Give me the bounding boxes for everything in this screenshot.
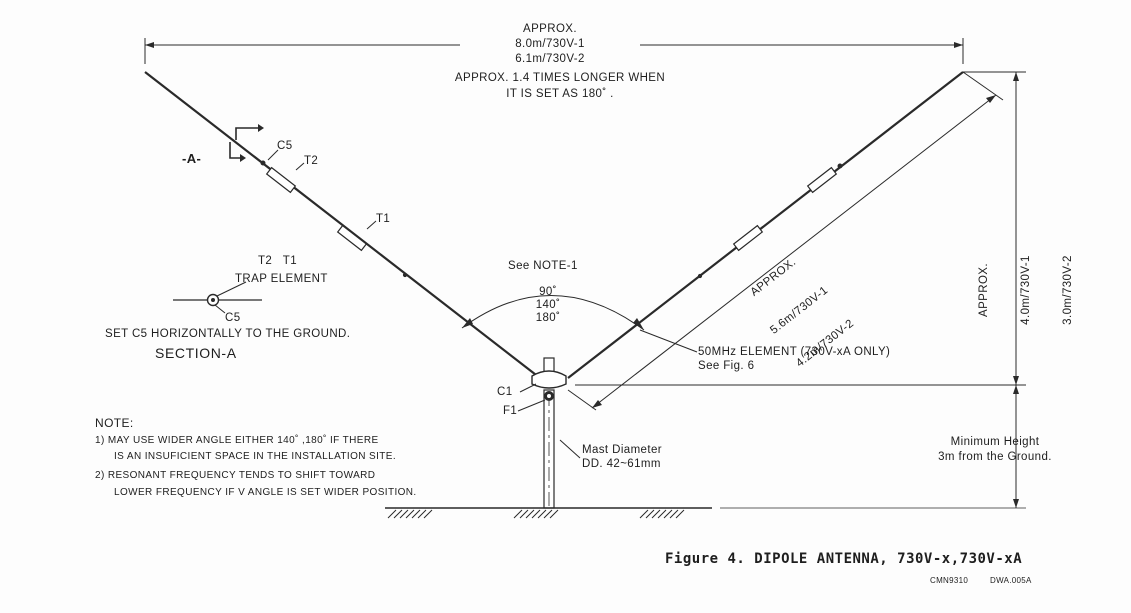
angle-arc bbox=[461, 295, 645, 331]
c1-label: C1 bbox=[497, 386, 513, 398]
right-antenna-arm bbox=[567, 71, 964, 379]
trap-t1-right bbox=[732, 224, 764, 252]
drawing-code-2: DWA.005A bbox=[990, 576, 1032, 585]
figure-caption: Figure 4. DIPOLE ANTENNA, 730V-x,730V-xA bbox=[665, 551, 1023, 567]
span-label-approx: APPROX. bbox=[523, 23, 577, 35]
c5-label: C5 bbox=[277, 140, 293, 152]
ground-hatching bbox=[387, 509, 685, 519]
section-a-marker: -A- bbox=[182, 151, 202, 166]
angle-90: 90˚ bbox=[539, 286, 557, 298]
minimum-height-value: 3m from the Ground. bbox=[938, 451, 1052, 463]
arm-dimension-line bbox=[591, 94, 997, 409]
trap-t2-right bbox=[806, 166, 838, 194]
element-50mhz-ref: See Fig. 6 bbox=[698, 360, 755, 372]
section-a-title: SECTION-A bbox=[155, 345, 237, 361]
angle-180: 180˚ bbox=[535, 312, 561, 324]
note-1-line2: IS AN INSUFICIENT SPACE IN THE INSTALLAT… bbox=[114, 451, 397, 462]
trap-t2-left bbox=[265, 166, 297, 194]
minimum-height-label: Minimum Height bbox=[950, 436, 1040, 448]
span-note-line1: APPROX. 1.4 TIMES LONGER WHEN bbox=[454, 72, 666, 84]
mast-diameter-value: DD. 42~61mm bbox=[582, 458, 661, 470]
span-note-line2: IT IS SET AS 180˚ . bbox=[506, 88, 614, 100]
set-c5-instruction: SET C5 HORIZONTALLY TO THE GROUND. bbox=[105, 328, 351, 340]
see-note-1: See NOTE-1 bbox=[508, 260, 578, 272]
note-title: NOTE: bbox=[95, 416, 134, 430]
height-730v1: 4.0m/730V-1 bbox=[1020, 255, 1032, 325]
element-50mhz-label: 50MHz ELEMENT (730V-xA ONLY) bbox=[698, 346, 891, 358]
drawing-code-1: CMN9310 bbox=[930, 576, 969, 585]
height-approx: APPROX. bbox=[978, 263, 990, 317]
height-730v2: 3.0m/730V-2 bbox=[1062, 255, 1074, 325]
c5-detail-label: C5 bbox=[225, 312, 241, 324]
span-label-730v1: 8.0m/730V-1 bbox=[460, 38, 640, 51]
angle-140: 140˚ bbox=[535, 299, 561, 311]
mast-diameter-label: Mast Diameter bbox=[582, 444, 662, 456]
note-1-line1: 1) MAY USE WIDER ANGLE EITHER 140˚ ,180˚… bbox=[95, 435, 379, 446]
arm-length-730v1: 5.6m/730V-1 bbox=[768, 284, 831, 337]
trap-t1-left bbox=[336, 224, 368, 252]
trap-legend-t2-t1: T2 T1 bbox=[258, 255, 298, 267]
t1-label: T1 bbox=[376, 213, 391, 225]
trap-element-label: TRAP ELEMENT bbox=[235, 273, 328, 285]
note-2-line1: 2) RESONANT FREQUENCY TENDS TO SHIFT TOW… bbox=[95, 470, 376, 481]
note-2-line2: LOWER FREQUENCY IF V ANGLE IS SET WIDER … bbox=[114, 487, 417, 498]
span-label-730v2: 6.1m/730V-2 bbox=[515, 53, 585, 65]
height-label: APPROX. 4.0m/730V-1 3.0m/730V-2 bbox=[949, 235, 1089, 345]
t2-label: T2 bbox=[304, 155, 319, 167]
f1-label: F1 bbox=[503, 405, 518, 417]
